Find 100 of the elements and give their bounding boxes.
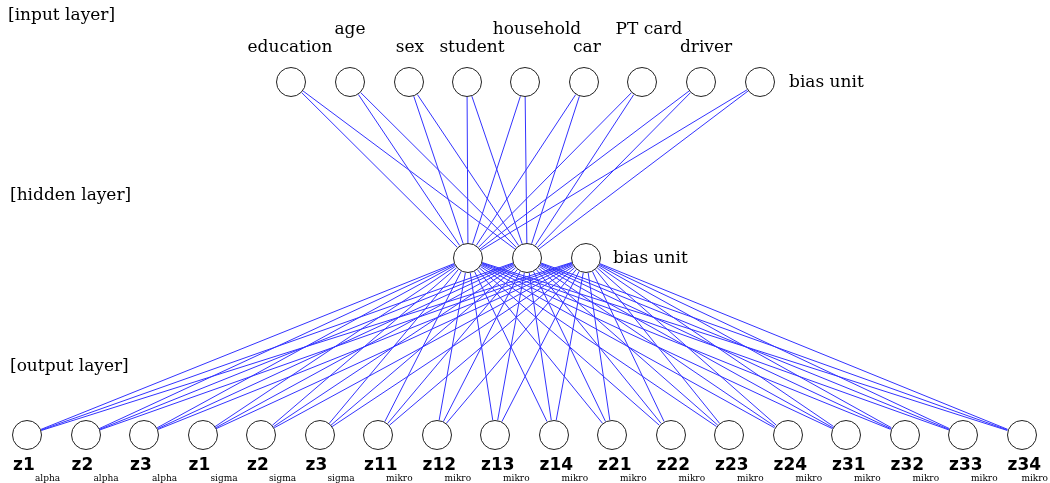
output-subscript: mikro [971, 474, 998, 483]
unit-label: PT card [615, 20, 683, 37]
connection-line [537, 92, 691, 248]
neuron-circle [70, 420, 101, 450]
connection-line [524, 96, 528, 244]
output-label: z14 [539, 456, 574, 473]
unit-label: student [439, 38, 505, 55]
output-label: z3 [305, 456, 328, 473]
connection-line [596, 267, 777, 426]
output-label: z2 [247, 456, 269, 473]
neuron-circle [453, 243, 483, 273]
unit-label: car [573, 38, 601, 55]
connection-line [480, 89, 748, 251]
connection-line [357, 93, 461, 247]
connection-line [328, 269, 459, 424]
layer-label: [hidden layer] [10, 186, 132, 203]
output-subscript: mikro [1021, 474, 1048, 483]
connection-line [533, 271, 606, 422]
neuron-circle [394, 67, 424, 97]
unit-label: household [492, 20, 582, 37]
connection-line [384, 270, 462, 423]
connection-line [330, 267, 517, 426]
connection-line [531, 95, 580, 245]
connection-line [273, 265, 515, 428]
neuron-circle [571, 243, 601, 273]
neuron-circle [889, 420, 920, 450]
connection-line [301, 92, 458, 248]
connection-line [538, 265, 776, 428]
unit-label: sex [395, 38, 425, 55]
output-label: z12 [422, 456, 457, 473]
neuron-circle [772, 420, 803, 450]
neuron-circle [421, 420, 452, 450]
connection-line [360, 92, 517, 248]
connection-line [528, 272, 552, 421]
neuron-circle [12, 420, 42, 450]
neuron-circle [480, 420, 510, 450]
neuron-circle [627, 67, 657, 97]
connection-line [442, 270, 521, 423]
connection-line [480, 264, 775, 429]
neuron-circle [304, 420, 335, 450]
connection-line [271, 267, 458, 426]
connection-line [539, 264, 834, 429]
connection-line [501, 270, 580, 423]
connection-line [534, 94, 635, 246]
connection-line [478, 267, 660, 426]
output-subscript: mikro [561, 474, 589, 483]
connection-line [474, 271, 548, 422]
connection-line [555, 272, 584, 421]
connection-line [156, 264, 456, 429]
output-label: z3 [130, 456, 152, 473]
output-subscript: mikro [386, 474, 413, 483]
connection-line [537, 267, 719, 426]
connection-line [475, 94, 577, 246]
connection-line [587, 272, 611, 421]
connection-line [479, 265, 718, 428]
connection-line [387, 269, 518, 425]
connection-line [497, 272, 525, 421]
neuron-circle [745, 67, 775, 97]
output-label: z11 [364, 456, 398, 473]
output-subscript: mikro [854, 474, 881, 483]
output-subscript: mikro [444, 474, 472, 483]
unit-label: bias unit [789, 73, 864, 90]
connection-line [538, 90, 749, 250]
output-subscript: mikro [795, 474, 823, 483]
connection-line [598, 264, 892, 429]
neuron-circle [452, 67, 482, 97]
output-subscript: mikro [737, 474, 764, 483]
output-subscript: alpha [93, 474, 119, 483]
connection-line [273, 264, 574, 429]
unit-label: driver [679, 38, 733, 55]
connection-line [214, 265, 456, 428]
unit-label: age [334, 20, 366, 37]
neuron-circle [686, 67, 716, 97]
unit-label: bias unit [613, 249, 688, 266]
output-label: z13 [481, 456, 515, 473]
connection-line [478, 92, 632, 248]
output-label: z23 [715, 456, 749, 473]
connection-line [597, 265, 835, 428]
connection-line [476, 269, 604, 424]
output-label: z32 [890, 456, 925, 473]
neuron-circle [831, 420, 861, 450]
output-subscript: alpha [35, 474, 61, 483]
output-label: z21 [598, 456, 632, 473]
connection-line [445, 268, 577, 425]
connection-line [438, 272, 466, 421]
output-label: z34 [1007, 456, 1042, 473]
output-subscript: sigma [210, 474, 238, 483]
layer-label: [output layer] [10, 357, 129, 374]
connection-line [388, 267, 576, 426]
neuron-circle [597, 420, 627, 450]
neuron-circle [363, 420, 393, 450]
output-subscript: sigma [327, 474, 355, 483]
neuron-circle [538, 420, 569, 450]
output-label: z31 [832, 456, 866, 473]
connection-line [416, 93, 520, 247]
output-subscript: mikro [620, 474, 647, 483]
connection-line [535, 269, 662, 424]
connection-line [466, 96, 469, 244]
neuron-circle [335, 67, 365, 97]
connection-line [594, 269, 721, 424]
